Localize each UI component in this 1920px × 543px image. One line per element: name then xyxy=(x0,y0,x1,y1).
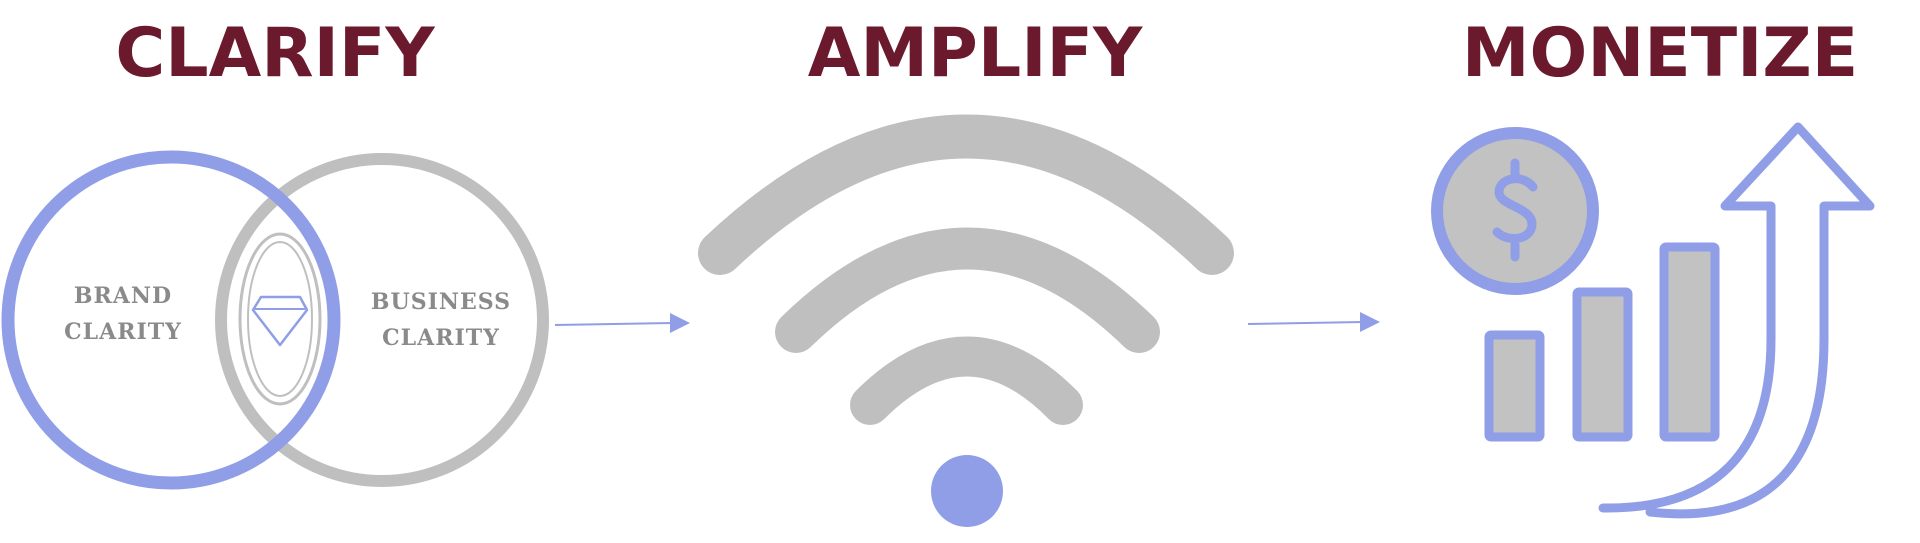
business-label-line1: BUSINESS xyxy=(371,289,511,315)
bar-chart-icon xyxy=(1484,242,1720,442)
dollar-coin-icon xyxy=(1431,127,1599,295)
diamond-icon xyxy=(251,295,309,347)
up-arrow-icon xyxy=(1598,122,1875,519)
wifi-arc-middle xyxy=(775,227,1160,353)
arrow-icon-2 xyxy=(1247,312,1380,332)
wifi-dot xyxy=(931,455,1003,527)
overlap-ring-outer xyxy=(238,232,322,406)
monetize-title: MONETIZE xyxy=(1462,14,1858,93)
wifi-arc-outer xyxy=(698,114,1234,275)
arrow-icon-1 xyxy=(554,313,690,333)
bar-2 xyxy=(1572,287,1633,442)
bar-3 xyxy=(1659,242,1720,442)
wifi-signal-icon xyxy=(698,114,1234,527)
brand-label-line2: CLARITY xyxy=(64,319,182,345)
clarify-title: CLARIFY xyxy=(115,14,435,93)
business-clarity-circle xyxy=(215,153,549,487)
bar-1 xyxy=(1484,330,1545,442)
business-label-line2: CLARITY xyxy=(382,325,500,351)
overlap-ring-inner xyxy=(247,241,313,397)
brand-clarity-circle xyxy=(1,150,341,490)
amplify-title: AMPLIFY xyxy=(808,14,1143,93)
wifi-arc-inner xyxy=(850,336,1083,425)
brand-label-line1: BRAND xyxy=(74,283,172,309)
venn-diagram-icon: BRAND CLARITY BUSINESS CLARITY xyxy=(1,150,549,490)
